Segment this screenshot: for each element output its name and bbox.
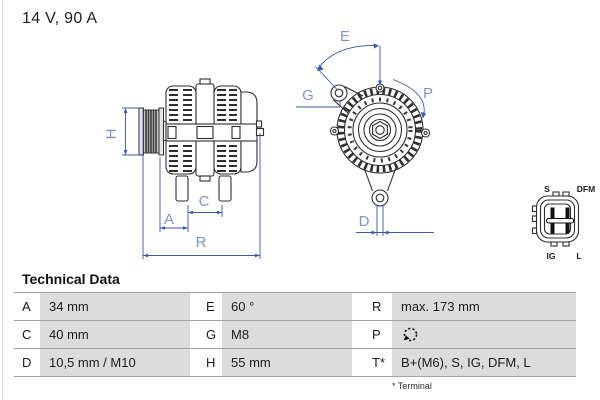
page-edge-line	[2, 0, 3, 400]
cell-label-c: C	[14, 327, 40, 342]
cell-value-d: 10,5 mm / M10	[40, 349, 190, 376]
technical-data-section: Technical Data A 34 mm E 60 ° R max. 173…	[14, 271, 576, 391]
technical-data-title: Technical Data	[22, 271, 120, 287]
technical-data-table: A 34 mm E 60 ° R max. 173 mm C 40 mm G M…	[14, 292, 576, 377]
connector-pinout: S DFM IG L	[531, 184, 595, 261]
cell-label-g: G	[198, 327, 222, 342]
dimension-label-p: P	[423, 85, 433, 102]
side-view-drawing: H A C R	[103, 78, 265, 259]
dimension-label-e: E	[340, 28, 350, 45]
cell-value-t: B+(M6), S, IG, DFM, L	[392, 349, 576, 376]
cell-label-a: A	[14, 299, 40, 314]
voltage-amperage-rating: 14 V, 90 A	[22, 10, 98, 27]
terminal-footnote: * Terminal	[392, 381, 432, 391]
dimension-label-c: C	[199, 193, 210, 210]
connector-label-s: S	[544, 184, 550, 194]
cell-label-r: R	[364, 299, 392, 314]
rotation-direction-icon	[403, 327, 418, 341]
connector-label-l: L	[576, 251, 581, 261]
dimension-label-a: A	[164, 211, 174, 228]
cell-label-e: E	[198, 299, 222, 314]
dimension-e: E	[315, 28, 382, 91]
alternator-technical-drawing: H A C R	[103, 28, 595, 261]
connector-label-dfm: DFM	[577, 184, 595, 194]
dimension-g: G	[296, 87, 341, 108]
cell-value-r: max. 173 mm	[392, 293, 576, 320]
dimension-c: C	[188, 193, 223, 217]
cell-value-e: 60 °	[222, 293, 352, 320]
dimension-label-d: D	[359, 213, 370, 230]
cell-value-g: M8	[222, 321, 352, 348]
dimension-label-h: H	[103, 129, 120, 140]
cell-label-h: H	[198, 355, 222, 370]
dimension-a: A	[159, 157, 189, 232]
table-row: A 34 mm E 60 ° R max. 173 mm	[14, 292, 576, 320]
dimension-p: P	[392, 79, 433, 119]
cell-value-a: 34 mm	[40, 293, 190, 320]
cell-value-c: 40 mm	[40, 321, 190, 348]
dimension-label-r: R	[196, 234, 207, 251]
cell-label-d: D	[14, 355, 40, 370]
cell-value-p	[392, 321, 576, 348]
cell-value-h: 55 mm	[222, 349, 352, 376]
mounting-feet	[175, 175, 232, 202]
dimension-h: H	[103, 107, 139, 156]
front-view-drawing: E G P D	[296, 28, 434, 236]
connector-label-ig: IG	[547, 251, 556, 261]
cell-label-p: P	[364, 327, 392, 342]
alternator-body	[165, 78, 265, 182]
dimension-label-g: G	[302, 87, 314, 104]
cell-label-t: T*	[364, 355, 392, 370]
dimension-r: R	[142, 109, 261, 259]
table-row: C 40 mm G M8 P	[14, 320, 576, 348]
table-row: D 10,5 mm / M10 H 55 mm T* B+(M6), S, IG…	[14, 348, 576, 376]
dimension-d: D	[356, 206, 434, 236]
front-body	[329, 83, 431, 207]
